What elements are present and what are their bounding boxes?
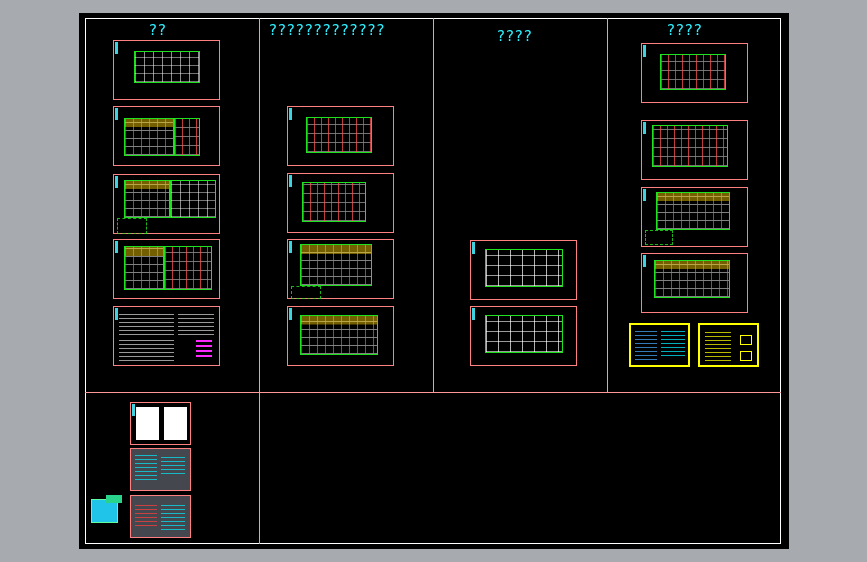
notes-text xyxy=(161,502,185,530)
divider-col2 xyxy=(433,18,434,392)
floor-plan xyxy=(170,180,216,218)
notes-text xyxy=(705,331,731,361)
drawing-sheet[interactable] xyxy=(113,106,220,166)
notes-text xyxy=(135,454,157,480)
notes-text xyxy=(161,454,185,474)
sheet-tag xyxy=(115,108,118,120)
drawing-sheet[interactable] xyxy=(113,306,220,366)
floor-plan xyxy=(124,118,174,156)
divider-col3 xyxy=(607,18,608,392)
floor-plan xyxy=(300,315,378,355)
drawing-sheet[interactable] xyxy=(641,253,748,313)
column-title-1: ?? xyxy=(149,21,167,39)
blank-page xyxy=(136,407,159,440)
sheet-tag xyxy=(289,308,292,320)
floor-plan xyxy=(124,246,164,290)
sheet-tag xyxy=(132,404,135,416)
drawing-sheet[interactable] xyxy=(641,187,748,247)
yellow-notes-sheet[interactable] xyxy=(698,323,759,367)
detail-callout xyxy=(291,286,321,299)
sheet-tag xyxy=(115,176,118,188)
column-title-3: ???? xyxy=(497,27,533,45)
sheet-tag xyxy=(472,242,475,254)
floor-plan xyxy=(164,246,212,290)
sheet-tag xyxy=(472,308,475,320)
divider-col1 xyxy=(259,18,260,544)
sheet-tag xyxy=(115,42,118,54)
yellow-notes-sheet[interactable] xyxy=(629,323,690,367)
sheet-tag xyxy=(643,122,646,134)
sheet-tag xyxy=(643,189,646,201)
drawing-sheet[interactable] xyxy=(113,174,220,234)
floor-plan xyxy=(302,182,366,222)
legend-swatch xyxy=(740,335,752,345)
drawing-sheet[interactable] xyxy=(130,495,191,538)
sheet-tag xyxy=(643,45,646,57)
divider-horizontal xyxy=(85,392,781,393)
drawing-canvas[interactable]: ?? ????????????? ???? ???? xyxy=(79,13,789,549)
cyan-legend-tab xyxy=(106,495,122,503)
floor-plan xyxy=(660,54,726,90)
blank-page xyxy=(164,407,187,440)
floor-plan xyxy=(124,180,170,218)
detail-callout xyxy=(117,218,147,234)
legend-swatch xyxy=(196,339,212,357)
drawing-sheet[interactable] xyxy=(470,240,577,300)
notes-text xyxy=(135,502,157,526)
drawing-sheet[interactable] xyxy=(287,173,394,233)
floor-plan xyxy=(485,315,563,353)
sheet-tag xyxy=(289,108,292,120)
drawing-sheet[interactable] xyxy=(113,40,220,100)
column-title-2: ????????????? xyxy=(269,21,386,39)
schedule-table xyxy=(178,313,214,335)
detail-callout xyxy=(645,230,673,245)
drawing-sheet[interactable] xyxy=(470,306,577,366)
notes-text xyxy=(661,330,685,356)
frame-right xyxy=(780,18,781,544)
floor-plan xyxy=(652,125,728,167)
sheet-tag xyxy=(115,241,118,253)
drawing-sheet[interactable] xyxy=(130,402,191,445)
floor-plan xyxy=(134,51,200,83)
floor-plan xyxy=(306,117,372,153)
floor-plan xyxy=(656,192,730,230)
floor-plan xyxy=(654,260,730,298)
schedule-table xyxy=(119,337,174,361)
sheet-tag xyxy=(289,175,292,187)
floor-plan xyxy=(485,249,563,287)
frame-left xyxy=(85,18,86,544)
sheet-tag xyxy=(115,308,118,320)
drawing-sheet[interactable] xyxy=(641,43,748,103)
drawing-sheet[interactable] xyxy=(130,448,191,491)
column-title-4: ???? xyxy=(667,21,703,39)
floor-plan xyxy=(300,244,372,286)
drawing-sheet[interactable] xyxy=(287,239,394,299)
drawing-sheet[interactable] xyxy=(641,120,748,180)
sheet-tag xyxy=(289,241,292,253)
drawing-sheet[interactable] xyxy=(113,239,220,299)
floor-plan xyxy=(174,118,200,156)
cyan-legend-block[interactable] xyxy=(91,499,118,523)
notes-text xyxy=(635,330,657,360)
frame-bottom xyxy=(85,543,781,544)
schedule-table xyxy=(119,313,174,335)
drawing-sheet[interactable] xyxy=(287,106,394,166)
drawing-sheet[interactable] xyxy=(287,306,394,366)
sheet-tag xyxy=(643,255,646,267)
legend-swatch xyxy=(740,351,752,361)
